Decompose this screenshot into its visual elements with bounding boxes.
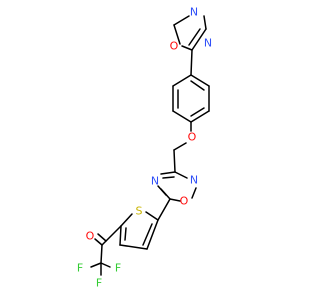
atom-label-fluorine: F [115,262,121,275]
atom-label-sulfur: S [136,205,143,218]
bonds [90,15,210,276]
bond-ch2-oxadiazole [173,149,176,173]
bond-benz-6 [190,74,210,87]
atom-label-fluorine: F [77,262,83,275]
atom-label-oxygen: O [180,195,189,208]
atom-label-fluorine: F [96,277,102,290]
bond-n4-c3 [160,171,176,175]
bond-thiophene-carbonyl [101,225,122,246]
bond-benz-inner-3 [190,80,205,91]
bond-th-s-c2 [145,211,159,221]
atom-labels: O N N O N O N S O F F F [77,6,212,290]
atom-label-oxygen: O [86,230,95,243]
bond-oxadiazole-thiophene [157,198,171,221]
atom-label-oxygen: O [170,40,179,53]
bond-carbonyl-o-double [97,233,107,242]
bond-carbonyl-o [94,238,103,246]
bond-th-c4-c5 [119,225,122,246]
bond-benz-4 [190,110,210,123]
bond-th-c2-c3 [146,219,159,250]
bond-th-c3-c4 [119,244,148,250]
bond-c5-o1 [181,45,193,51]
bond-th-c5-s [120,213,133,227]
bond-c2-n3 [173,15,190,26]
bond-o1-c2 [173,24,181,45]
bond-oxadiazole-benzene [190,49,193,76]
bond-cf3-f2 [100,262,111,268]
bond-th-inner-1 [142,223,153,246]
bond-cf3-f1 [90,262,102,268]
atom-label-nitrogen: N [204,37,212,50]
bond-th-inner-2 [124,227,127,241]
bond-c3-n2 [174,171,188,179]
atom-label-oxygen: O [188,131,197,144]
bond-n4-c3-double [162,176,175,179]
bond-ether-ch2 [173,142,187,151]
atom-label-nitrogen: N [190,174,198,187]
molecule-structure-diagram: O N N O N O N S O F F F [77,6,212,290]
bond-benz-1 [172,74,192,87]
bond-n3-n4 [203,15,207,30]
bond-n4-c5 [191,28,207,51]
bond-benz-3 [172,110,192,123]
bond-n2-o1 [191,187,197,199]
bond-o1-c5 [169,198,181,202]
bond-c5-n4-double [157,185,167,196]
bond-c5-n4-double [188,28,201,46]
bond-benz-inner-2 [190,107,205,117]
atom-label-nitrogen: N [190,6,198,19]
atom-label-nitrogen: N [151,175,159,188]
bond-carbonyl-cf3 [100,244,103,264]
